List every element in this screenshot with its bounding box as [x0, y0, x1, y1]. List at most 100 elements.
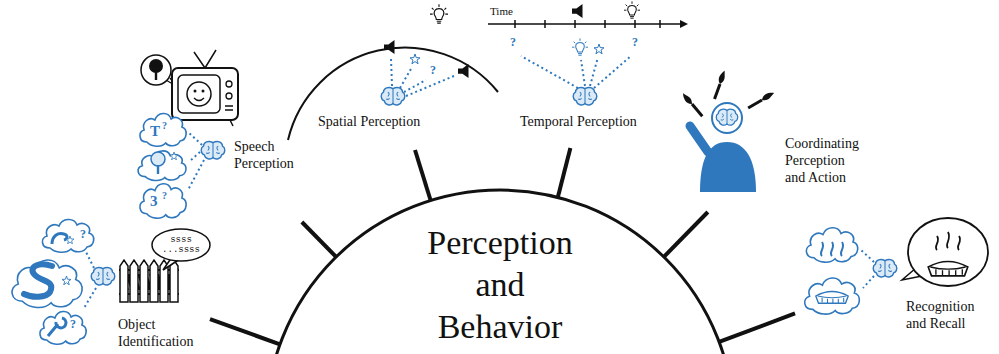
dotted-link	[861, 250, 874, 288]
person-arm	[690, 126, 708, 152]
thought-cloud	[140, 113, 186, 146]
topic-label: Spatial Perception	[318, 113, 420, 130]
torch	[681, 92, 705, 119]
torch	[760, 90, 775, 102]
television	[225, 106, 233, 110]
axis-label: Time	[490, 6, 513, 17]
snake-guess	[24, 264, 52, 296]
torch	[747, 90, 776, 110]
brain-icon	[201, 141, 224, 158]
topic-label: Speech Perception	[234, 138, 300, 172]
dotted-link	[861, 250, 874, 288]
spoke-line	[415, 150, 431, 201]
torch	[717, 70, 727, 85]
brain-icon	[716, 109, 737, 125]
star	[62, 276, 71, 285]
question-mark: ?	[162, 121, 167, 131]
dotted-link	[391, 58, 454, 96]
spoke-line	[210, 319, 280, 344]
spoke-line	[558, 148, 571, 197]
thought-cloud	[805, 278, 860, 314]
torch	[712, 70, 727, 100]
temporal-perception-art	[488, 1, 688, 104]
tree-bubble	[141, 55, 176, 86]
spoke-line	[664, 212, 708, 257]
thought-cloud	[12, 260, 82, 308]
star	[410, 54, 420, 64]
tree-guess	[151, 152, 165, 166]
dotted-link	[521, 56, 631, 88]
bulb-icon	[624, 1, 640, 18]
speaker-icon	[384, 40, 395, 54]
question-mark: ?	[162, 191, 167, 201]
dotted-link	[188, 132, 204, 190]
torch	[691, 103, 704, 117]
space-arc	[288, 48, 498, 140]
topic-group: Recognition and Recall	[795, 210, 995, 342]
tree-bubble	[155, 70, 157, 80]
cloud-digit: 3	[150, 194, 158, 209]
tree-guess	[157, 165, 159, 174]
tool-guess	[48, 318, 66, 336]
speech-bubble	[152, 229, 210, 261]
question-mark: ?	[430, 64, 436, 76]
speaker-icon	[458, 64, 469, 78]
topic-label: Coordinating Perception and Action	[785, 135, 865, 186]
dotted-link	[521, 56, 631, 88]
coordination-art	[681, 70, 776, 192]
brain-icon	[381, 87, 404, 104]
spoke-line	[719, 313, 795, 341]
topic-group: Object Identification	[5, 212, 210, 352]
television	[172, 50, 238, 126]
torch	[713, 83, 721, 99]
hub-title: Perception and Behavior	[410, 222, 590, 348]
time-axis	[680, 20, 688, 28]
speech-bubble	[152, 229, 210, 270]
object-identification-art	[12, 219, 210, 344]
question-mark: ?	[510, 36, 516, 48]
dotted-link	[391, 58, 454, 96]
television	[178, 75, 220, 113]
pie-icon	[816, 292, 848, 304]
television	[172, 68, 238, 120]
television	[202, 90, 205, 93]
question-mark: ?	[80, 228, 86, 240]
bubble-text: ssss ...ssss	[159, 235, 203, 255]
speech-bubble	[902, 218, 988, 286]
thought-cloud	[40, 311, 86, 344]
pie-icon	[928, 262, 968, 276]
bulb-icon	[430, 4, 448, 23]
television	[226, 93, 232, 99]
hub-half-circle: Perception and Behavior	[266, 190, 734, 354]
star	[66, 236, 74, 244]
steam	[821, 242, 843, 256]
topic-group: Temporal Perception	[488, 2, 690, 148]
torch	[681, 92, 694, 106]
tree-bubble	[141, 55, 171, 85]
person-head	[712, 103, 742, 133]
thought-cloud	[42, 219, 93, 252]
thought-cloud	[138, 151, 186, 181]
topic-group: Coordinating Perception and Action	[680, 75, 870, 212]
television	[226, 81, 232, 87]
torch	[747, 99, 762, 110]
brain-icon	[573, 87, 596, 104]
dotted-link	[188, 132, 204, 190]
television	[194, 98, 204, 101]
topic-label: Recognition and Recall	[906, 298, 984, 332]
question-mark: ?	[70, 318, 76, 330]
brain-icon	[873, 259, 896, 276]
speech-perception-art	[138, 50, 238, 218]
star	[594, 44, 604, 54]
time-axis	[488, 20, 680, 28]
thought-cloud	[806, 228, 857, 262]
star	[170, 152, 178, 160]
speaker-icon	[572, 4, 583, 18]
television	[187, 82, 211, 106]
spoke-line	[302, 222, 336, 257]
topic-group: Spatial Perception	[285, 5, 500, 150]
spatial-perception-art	[288, 4, 498, 140]
